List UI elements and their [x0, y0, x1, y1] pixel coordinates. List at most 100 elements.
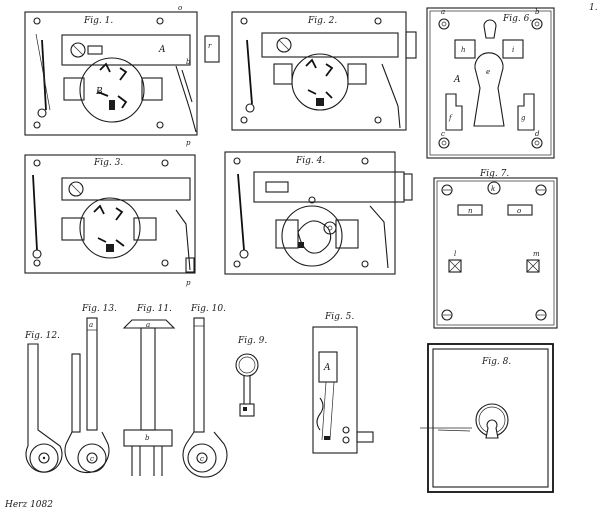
- fig6-ward-g: [517, 93, 535, 131]
- fig3-lock-plate: [24, 154, 196, 274]
- figure-1: Fig. 1. o A r B b p: [24, 4, 220, 147]
- fig1-lock-plate: [24, 11, 198, 136]
- fig6-letter-g: g: [521, 114, 526, 122]
- fig6-plate-h: [454, 39, 476, 59]
- fig10-key-shank: [193, 317, 205, 433]
- fig1-screw-hole: [156, 121, 164, 129]
- fig13-key-bit: [71, 353, 81, 433]
- sheet-footer: Herz 1082: [4, 500, 53, 510]
- fig1-letter-b: b: [186, 58, 191, 66]
- fig2-lock-plate: [231, 11, 407, 131]
- fig1-screw-hole: [156, 17, 164, 25]
- fig1-lever: [175, 65, 197, 133]
- fig13-letter-a: a: [89, 321, 93, 329]
- fig7-letter-m: m: [533, 250, 540, 258]
- figure-7: Fig. 7. k n o l m: [433, 169, 558, 329]
- fig7-screw-k: [487, 181, 501, 195]
- figure-6: Fig. 6. a b c d h i e A f g: [426, 7, 555, 159]
- fig3-letter-p: p: [186, 279, 191, 287]
- fig10-letter-c: c: [200, 455, 204, 463]
- fig7-letter-o: o: [517, 207, 521, 215]
- fig6-letter-i: i: [512, 46, 514, 54]
- fig1-screw-hole: [33, 121, 41, 129]
- fig7-letter-l: l: [454, 250, 456, 258]
- fig8-label: Fig. 8.: [481, 357, 511, 367]
- fig1-screw-hole: [33, 17, 41, 25]
- fig6-label: Fig. 6.: [502, 14, 532, 24]
- fig7-label: Fig. 7.: [479, 169, 509, 179]
- fig6-lock-cover: [426, 7, 555, 159]
- fig2-spring: [246, 39, 253, 105]
- fig4-tumbler-wheel: [281, 205, 343, 267]
- fig7-square-m: [526, 259, 540, 273]
- fig3-label: Fig. 3.: [93, 158, 123, 168]
- fig10-label: Fig. 10.: [190, 304, 226, 314]
- fig13-letter-c: c: [90, 455, 94, 463]
- fig1-strike: [204, 35, 220, 63]
- fig1-tumbler-wheel: [79, 57, 145, 123]
- fig11-letter-b: b: [145, 434, 150, 442]
- fig7-lock-cover: [433, 177, 558, 329]
- fig1-side-plate: [141, 77, 163, 101]
- fig4-lock-plate: [224, 151, 396, 275]
- fig6-letter-d: d: [535, 130, 540, 138]
- fig6-letter-c: c: [441, 130, 445, 138]
- fig7-slot-n: [457, 204, 483, 216]
- fig1-bolt-stud: [70, 42, 86, 58]
- figure-4: Fig. 4.: [224, 151, 413, 275]
- fig11-letter-a: a: [146, 321, 150, 329]
- fig6-main-keyhole: [473, 52, 505, 127]
- fig8-outer-frame: [427, 343, 554, 493]
- figure-12: Fig. 12.: [24, 331, 63, 473]
- fig4-bolt: [253, 171, 405, 203]
- fig12-label: Fig. 12.: [24, 331, 60, 341]
- fig6-ward-f: [445, 93, 463, 131]
- fig6-top-keyhole: [483, 19, 497, 39]
- fig1-letter-p: p: [186, 139, 191, 147]
- fig11-key-collar: [123, 429, 173, 447]
- figure-13: Fig. 13. a c: [64, 304, 117, 474]
- fig6-letter-e: e: [486, 68, 490, 76]
- fig8-keyhole: [485, 419, 499, 439]
- fig1-letter-A: A: [158, 45, 166, 55]
- fig1-label: Fig. 1.: [83, 16, 113, 26]
- figure-5: Fig. 5. A: [312, 312, 374, 454]
- fig2-bolt: [261, 32, 399, 58]
- fig6-letter-a: a: [441, 8, 445, 16]
- fig1-letter-o: o: [178, 4, 182, 12]
- fig6-plate-i: [502, 39, 524, 59]
- fig7-slot-o: [507, 204, 533, 216]
- fig11-key-shank: [140, 327, 156, 431]
- fig5-tumbler: [318, 351, 338, 383]
- fig7-square-l: [448, 259, 462, 273]
- fig13-label: Fig. 13.: [81, 304, 117, 314]
- figure-2: Fig. 2.: [231, 11, 417, 131]
- fig9-label: Fig. 9.: [237, 336, 267, 346]
- fig1-bolt: [61, 34, 191, 66]
- figure-9: Fig. 9.: [235, 336, 267, 417]
- fig1-bolt-slot: [87, 45, 103, 55]
- fig1-spring: [41, 39, 47, 111]
- fig1-letter-B: B: [95, 87, 103, 97]
- fig4-label: Fig. 4.: [295, 156, 325, 166]
- sheet-number: 1.: [589, 3, 598, 13]
- fig13-key-bow: [64, 431, 110, 474]
- figure-10: Fig. 10. c: [182, 304, 228, 478]
- fig3-tumbler-wheel: [79, 197, 141, 259]
- fig6-letter-A: A: [453, 75, 461, 85]
- fig11-key-head: [122, 319, 176, 329]
- fig3-bolt: [61, 177, 191, 201]
- fig2-label: Fig. 2.: [307, 16, 337, 26]
- fig10-key-bow: [182, 431, 228, 478]
- fig1-wards: [97, 62, 128, 109]
- figure-3: Fig. 3. p: [24, 154, 196, 287]
- fig1-letter-r: r: [208, 42, 212, 50]
- fig8-inner-frame: [432, 348, 549, 488]
- fig5-lock-section: [312, 326, 358, 454]
- fig4-cam: [297, 220, 332, 254]
- fig2-strike: [405, 31, 417, 59]
- fig4-spring: [237, 173, 245, 251]
- fig11-label: Fig. 11.: [136, 304, 172, 314]
- fig5-spring: [316, 397, 324, 431]
